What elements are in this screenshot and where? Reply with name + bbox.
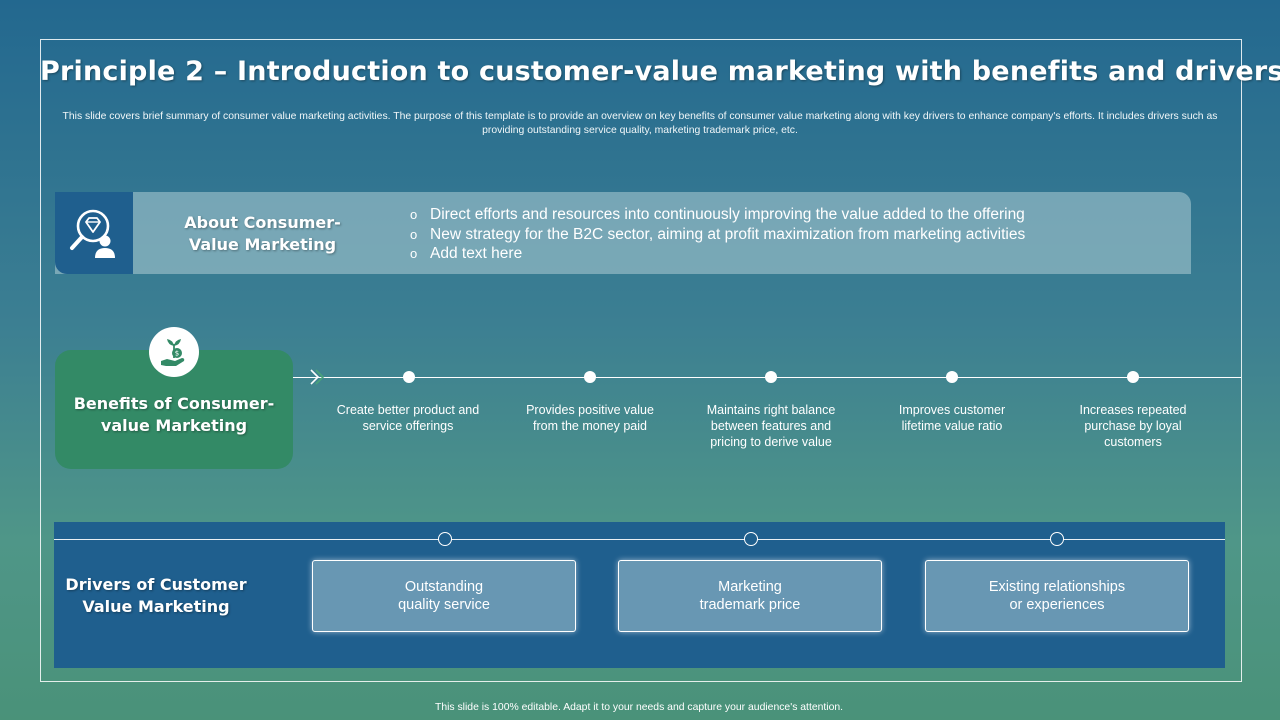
bullet-glyph: o <box>410 207 418 222</box>
timeline-dot <box>403 371 415 383</box>
svg-text:$: $ <box>175 350 179 358</box>
timeline-dot <box>946 371 958 383</box>
about-bullet-text: Add text here <box>430 245 523 262</box>
driver-card: Outstanding quality service <box>312 560 576 632</box>
about-bullet-text: New strategy for the B2C sector, aiming … <box>430 225 1026 243</box>
driver-card-text: Existing relationships or experiences <box>988 579 1126 613</box>
about-bullet-text: Direct efforts and resources into contin… <box>430 206 1025 223</box>
slide-title: Principle 2 – Introduction to customer-v… <box>40 56 1280 87</box>
chevron-right-icon <box>310 369 325 385</box>
driver-card: Existing relationships or experiences <box>925 560 1189 632</box>
bullet-glyph: o <box>410 226 418 242</box>
about-bullet-list: o Direct efforts and resources into conti… <box>410 205 1025 264</box>
driver-card-text: Outstanding quality service <box>398 579 490 613</box>
about-bullet: o Add text here <box>410 244 1025 264</box>
benefit-item-text: Maintains right balance between features… <box>706 403 836 449</box>
drivers-connector-line <box>54 539 1225 540</box>
driver-card-text: Marketing trademark price <box>699 579 801 613</box>
about-band <box>55 192 1191 274</box>
drivers-dot <box>438 532 452 546</box>
drivers-dot <box>1050 532 1064 546</box>
benefits-title: Benefits of Consumer-value Marketing <box>73 394 275 435</box>
bullet-glyph: o <box>410 246 418 261</box>
slide-subtitle: This slide covers brief summary of consu… <box>62 111 1218 136</box>
about-icon-box <box>55 192 133 274</box>
timeline-dot <box>584 371 596 383</box>
benefit-item-text: Improves customer lifetime value ratio <box>898 403 1006 433</box>
benefit-item-text: Increases repeated purchase by loyal cus… <box>1079 403 1187 449</box>
about-title: About Consumer-Value Marketing <box>184 213 341 254</box>
drivers-title: Drivers of Customer Value Marketing <box>65 575 247 616</box>
about-bullet: o Direct efforts and resources into conti… <box>410 205 1025 225</box>
timeline-dot <box>1127 371 1139 383</box>
benefit-item-text: Provides positive value from the money p… <box>526 403 654 433</box>
benefits-icon-circle: $ <box>149 327 199 377</box>
diamond-magnifier-person-icon <box>70 209 115 258</box>
slide-frame <box>40 39 1242 682</box>
slide-footer: This slide is 100% editable. Adapt it to… <box>434 702 844 713</box>
driver-card: Marketing trademark price <box>618 560 882 632</box>
benefit-item-text: Create better product and service offeri… <box>336 403 480 433</box>
timeline-dot <box>765 371 777 383</box>
money-plant-hand-icon: $ <box>161 339 185 366</box>
about-bullet: o New strategy for the B2C sector, aiming… <box>410 225 1025 245</box>
drivers-dot <box>744 532 758 546</box>
